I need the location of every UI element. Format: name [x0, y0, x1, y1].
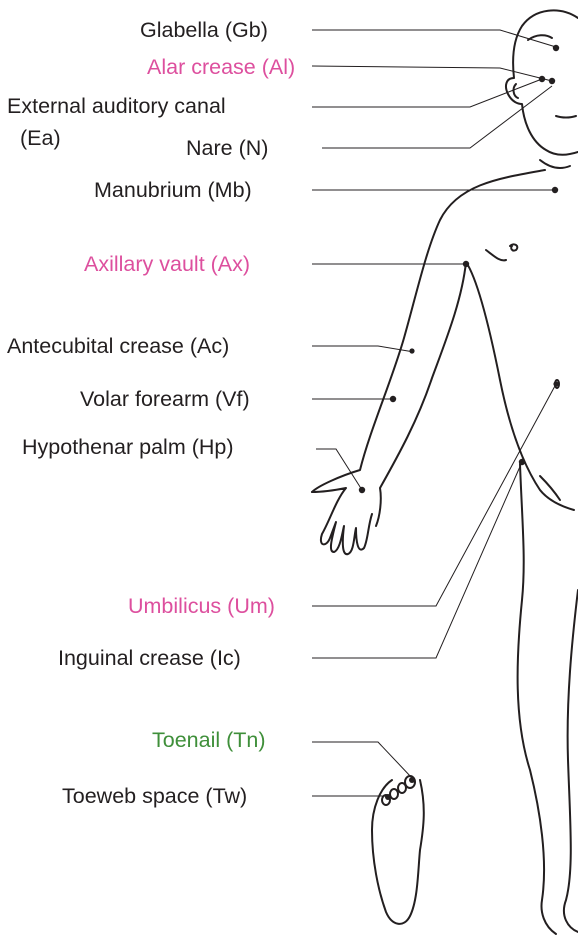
neck-line: [540, 160, 570, 168]
label-toenail: Toenail (Tn): [152, 730, 266, 752]
toe: [390, 789, 398, 799]
label-manubrium: Manubrium (Mb): [94, 180, 252, 202]
groin-line: [540, 476, 560, 500]
dot-toeweb: [385, 794, 391, 800]
leader-antecubital: [312, 346, 414, 352]
dot-hypothenar: [359, 487, 365, 493]
label-hypothenar-palm: Hypothenar palm (Hp): [22, 437, 234, 459]
head-outline: [506, 10, 578, 154]
arm-outer: [312, 170, 545, 492]
dot-umbilicus: [553, 381, 558, 386]
label-antecubital-crease: Antecubital crease (Ac): [7, 336, 229, 358]
dot-glabella: [553, 45, 559, 51]
label-umbilicus: Umbilicus (Um): [128, 596, 275, 618]
label-inguinal-crease: Inguinal crease (Ic): [58, 648, 241, 670]
arm-inner: [376, 262, 466, 526]
leg-inner: [564, 590, 578, 932]
label-nare: Nare (N): [186, 138, 268, 160]
chest-line: [486, 250, 506, 260]
label-glabella: Glabella (Gb): [140, 20, 268, 42]
dot-volar: [390, 396, 396, 402]
label-volar-forearm: Volar forearm (Vf): [80, 389, 250, 411]
ear-outline: [514, 84, 518, 98]
leader-toenail: [312, 742, 412, 778]
dot-ear: [539, 76, 545, 82]
label-external-auditory-canal-abbr: (Ea): [20, 128, 61, 150]
dot-alar: [549, 78, 555, 84]
leg-outer: [518, 464, 556, 934]
label-alar-crease: Alar crease (Al): [147, 57, 295, 79]
nipple: [510, 244, 517, 250]
hand-outline: [312, 488, 372, 554]
leader-nare: [322, 86, 552, 148]
dot-antecubital: [409, 348, 414, 353]
dot-axillary: [463, 261, 469, 267]
foot-sole-outline: [372, 780, 424, 924]
dot-toenail: [409, 777, 415, 783]
label-axillary-vault: Axillary vault (Ax): [84, 254, 250, 276]
label-toeweb-space: Toeweb space (Tw): [62, 786, 247, 808]
dot-inguinal: [519, 459, 525, 465]
leader-alar: [312, 66, 552, 81]
dot-manubrium: [552, 187, 558, 193]
leader-umbilicus: [312, 384, 556, 606]
label-external-auditory-canal: External auditory canal: [7, 96, 226, 118]
mouth: [556, 116, 576, 118]
